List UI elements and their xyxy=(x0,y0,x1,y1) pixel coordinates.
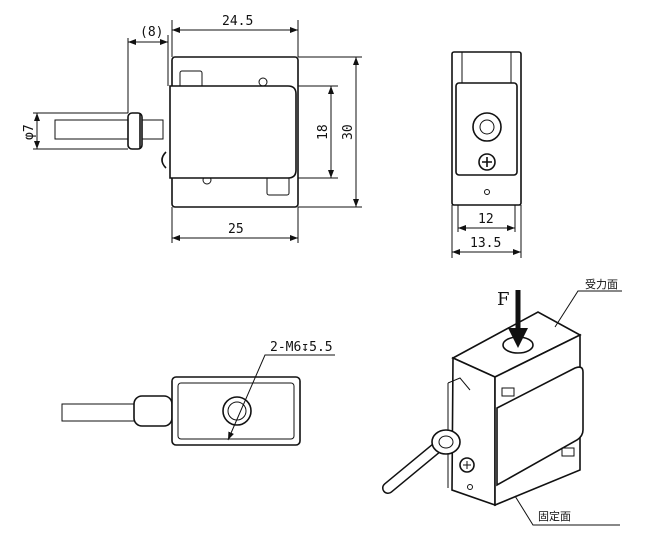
iso-view: F 受力面 固定面 xyxy=(382,278,622,526)
cover xyxy=(496,366,584,487)
cable xyxy=(54,119,164,140)
dim-cable-diameter: φ7 xyxy=(22,124,37,140)
cable xyxy=(383,440,445,493)
screw-head xyxy=(161,151,167,169)
dim-cable-offset: (8) xyxy=(140,25,163,40)
thread-hole xyxy=(222,396,252,426)
cover xyxy=(169,85,297,179)
force-label: F xyxy=(497,289,510,310)
cover xyxy=(455,82,518,176)
dim-outer-width: 13.5 xyxy=(470,236,501,251)
fixed-face-label: 固定面 xyxy=(538,509,571,523)
connector xyxy=(431,429,461,455)
side-view: 12 13.5 xyxy=(451,51,522,258)
front-view: 24.5 (8) φ7 18 30 25 xyxy=(22,14,362,243)
dim-total-height: 30 xyxy=(341,124,356,140)
connector xyxy=(133,395,173,427)
thread-label: 2-M6↧5.5 xyxy=(270,340,333,355)
screw-icon xyxy=(478,153,496,171)
load-face-label: 受力面 xyxy=(585,278,618,291)
dim-inner-width: 12 xyxy=(478,212,494,227)
dim-cover-height: 18 xyxy=(316,124,331,140)
bottom-view: 2-M6↧5.5 xyxy=(61,340,335,446)
cable xyxy=(61,403,143,422)
left-face xyxy=(451,356,496,507)
body xyxy=(171,376,301,446)
connector xyxy=(127,112,143,150)
dim-top-width: 24.5 xyxy=(222,14,253,29)
load-hole xyxy=(472,112,502,142)
dim-bottom-width: 25 xyxy=(228,222,244,237)
